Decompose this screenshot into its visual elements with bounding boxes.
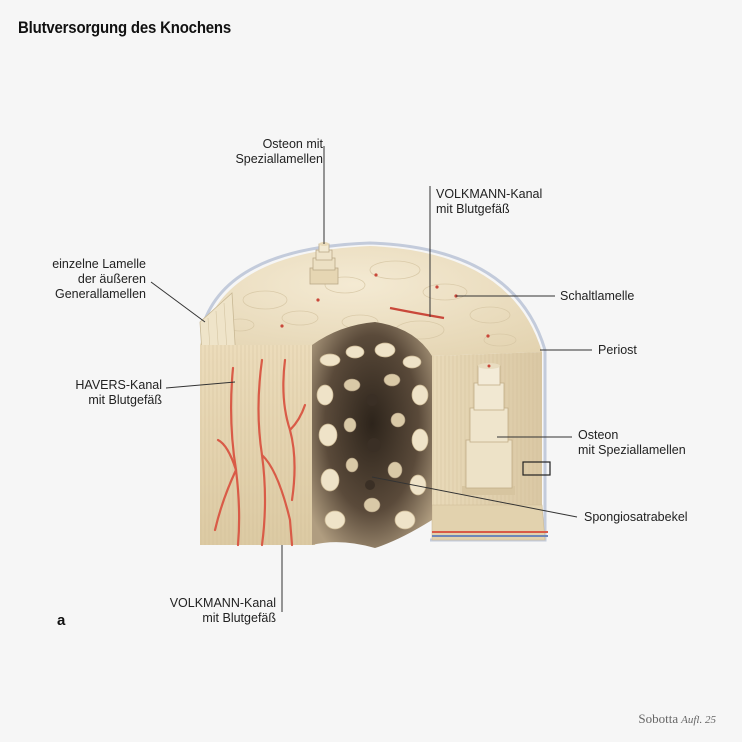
front-vessels [213,358,307,547]
label-line: Generallamellen [54,287,146,301]
label-line: Schaltlamelle [560,289,635,303]
label-line: HAVERS-Kanal [75,378,162,392]
leader-lines [150,146,592,612]
label-periost: Periost [598,343,637,358]
label-volkmann-top: VOLKMANN-Kanal mit Blutgefäß [436,187,542,217]
label-line: mit Blutgefäß [436,202,510,216]
label-lamelle: einzelne Lamelle der äußeren Generallame… [20,257,146,302]
label-volkmann-bottom: VOLKMANN-Kanal mit Blutgefäß [130,596,276,626]
label-line: mit Speziallamellen [578,443,686,457]
periosteum-edge [201,241,547,542]
label-line: VOLKMANN-Kanal [169,596,276,610]
label-line: VOLKMANN-Kanal [436,187,543,201]
label-line: Periost [598,343,637,357]
bone-front-texture [200,345,315,545]
detail-frame [522,461,551,476]
label-osteon-top: Osteon mit Speziallamellen [213,137,323,167]
top-vessel [389,306,445,320]
label-line: der äußeren [77,272,146,286]
label-line: Osteon [578,428,619,442]
label-line: Spongiosatrabekel [584,510,688,524]
bone-top-surface [200,246,542,356]
panel-letter: a [57,612,66,629]
source-name: Sobotta [638,711,679,726]
label-line: mit Blutgefäß [88,393,162,407]
label-line: mit Blutgefäß [202,611,276,625]
label-line: einzelne Lamelle [52,257,146,271]
bottom-ledge [431,504,546,541]
label-osteon-right: Osteon mit Speziallamellen [578,428,686,458]
label-line: Osteon mit [262,137,323,151]
label-havers: HAVERS-Kanal mit Blutgefäß [40,378,162,408]
label-schaltlamelle: Schaltlamelle [560,289,634,304]
page-title: Blutversorgung des Knochens [18,18,232,37]
label-spongiosa: Spongiosatrabekel [584,510,688,525]
spongy-bone [312,322,432,548]
label-line: Speziallamellen [235,152,323,166]
source-edition: Aufl. 25 [681,714,716,726]
right-osteon [462,363,515,495]
top-osteon [309,242,339,285]
bottom-vessels [432,531,548,537]
